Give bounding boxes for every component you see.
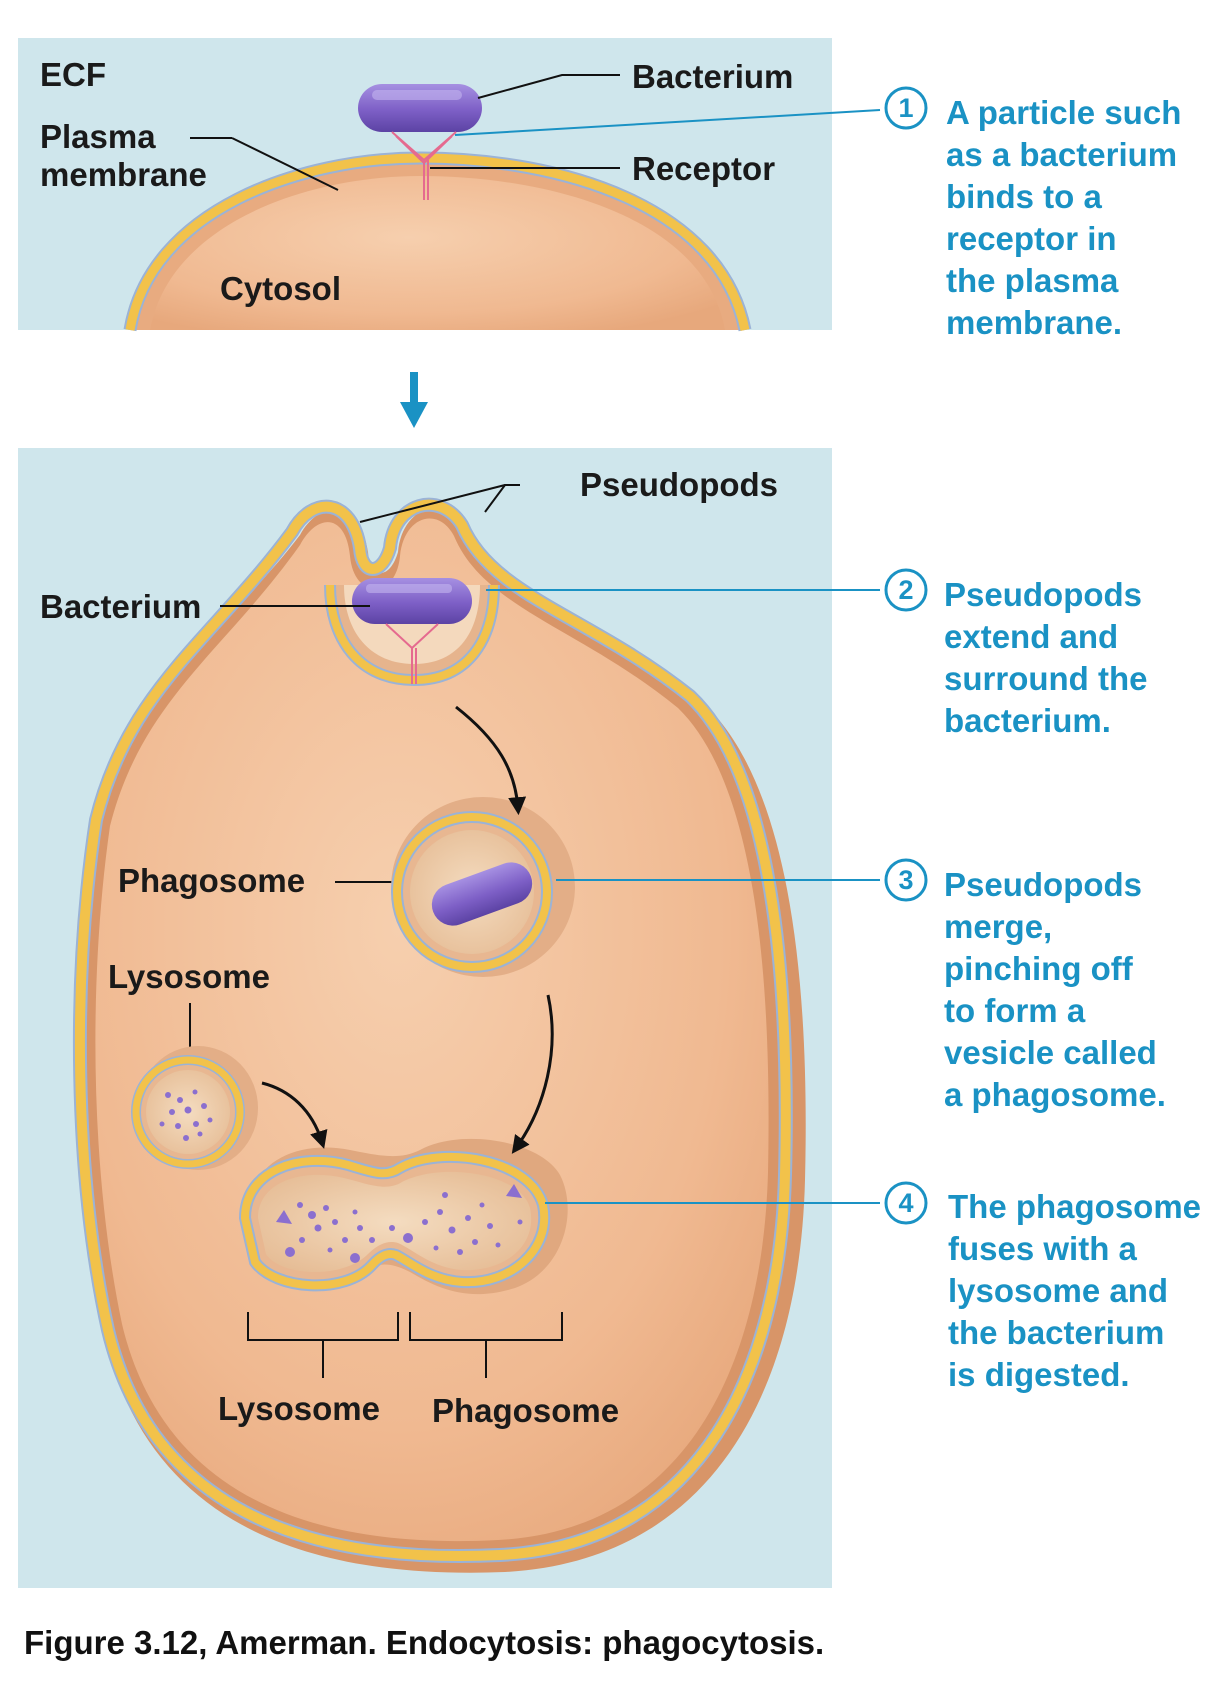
step1-connector [454, 109, 881, 136]
bacterium-label-mid: Bacterium [40, 588, 202, 625]
step3-line: to form a [944, 992, 1086, 1029]
step2-line: surround the [944, 660, 1148, 697]
step2-line: extend and [944, 618, 1119, 655]
step3-line: vesicle called [944, 1034, 1157, 1071]
phagosome-vesicle [391, 797, 575, 977]
step4-line: is digested. [948, 1356, 1130, 1393]
plasma-membrane-label-line2: membrane [40, 156, 207, 193]
step2-description: Pseudopods extend and surround the bacte… [944, 574, 1229, 742]
step3-description: Pseudopods merge, pinching off to form a… [944, 864, 1229, 1116]
step4-line: the bacterium [948, 1314, 1165, 1351]
process-arrows [261, 705, 554, 1154]
step1-line: receptor in [946, 220, 1117, 257]
step4-line: lysosome and [948, 1272, 1169, 1309]
step2-number: 2 [898, 575, 913, 605]
cytosol-label: Cytosol [220, 270, 342, 307]
bacterium-label-top: Bacterium [632, 58, 794, 95]
step3-number: 3 [898, 865, 913, 895]
step1-line: A particle such [946, 94, 1182, 131]
step1-line: as a bacterium [946, 136, 1178, 173]
lysosome-label: Lysosome [108, 958, 271, 995]
step4-line: fuses with a [948, 1230, 1137, 1267]
step1-line: the plasma [946, 262, 1119, 299]
receptor-mid [385, 623, 439, 684]
fused-phagolysosome [238, 1138, 568, 1295]
cell-main [72, 497, 806, 1573]
leader-lines-top [190, 74, 620, 191]
step1-line: binds to a [946, 178, 1102, 215]
step3-line: merge, [944, 908, 1053, 945]
phagosome-label: Phagosome [118, 862, 306, 899]
lysosome-vesicle [131, 1046, 258, 1170]
step-badges [884, 86, 928, 1225]
figure-caption: Figure 3.12, Amerman. Endocytosis: phago… [24, 1624, 825, 1661]
step4-line: The phagosome [948, 1188, 1202, 1225]
receptor-top [391, 131, 457, 200]
step1-description: A particle such as a bacterium binds to … [946, 92, 1229, 344]
step2-line: Pseudopods [944, 576, 1143, 613]
down-arrow [400, 372, 428, 428]
ecf-label: ECF [40, 56, 106, 93]
phagosome-bracket-label: Phagosome [432, 1392, 620, 1429]
step1-line: membrane. [946, 304, 1123, 341]
step4-number: 4 [898, 1188, 913, 1218]
step3-line: pinching off [944, 950, 1133, 987]
lysosome-bracket-label: Lysosome [218, 1390, 381, 1427]
brackets [247, 1312, 563, 1378]
step2-line: bacterium. [944, 702, 1111, 739]
plasma-membrane-label-line1: Plasma [40, 118, 156, 155]
receptor-label: Receptor [632, 150, 776, 187]
step3-line: Pseudopods [944, 866, 1143, 903]
step3-line: a phagosome. [944, 1076, 1166, 1113]
bacterium-top [358, 84, 482, 132]
step4-description: The phagosome fuses with a lysosome and … [948, 1186, 1229, 1396]
pseudopods-label: Pseudopods [580, 466, 779, 503]
step1-number: 1 [898, 93, 913, 123]
bacterium-mid [352, 578, 472, 624]
